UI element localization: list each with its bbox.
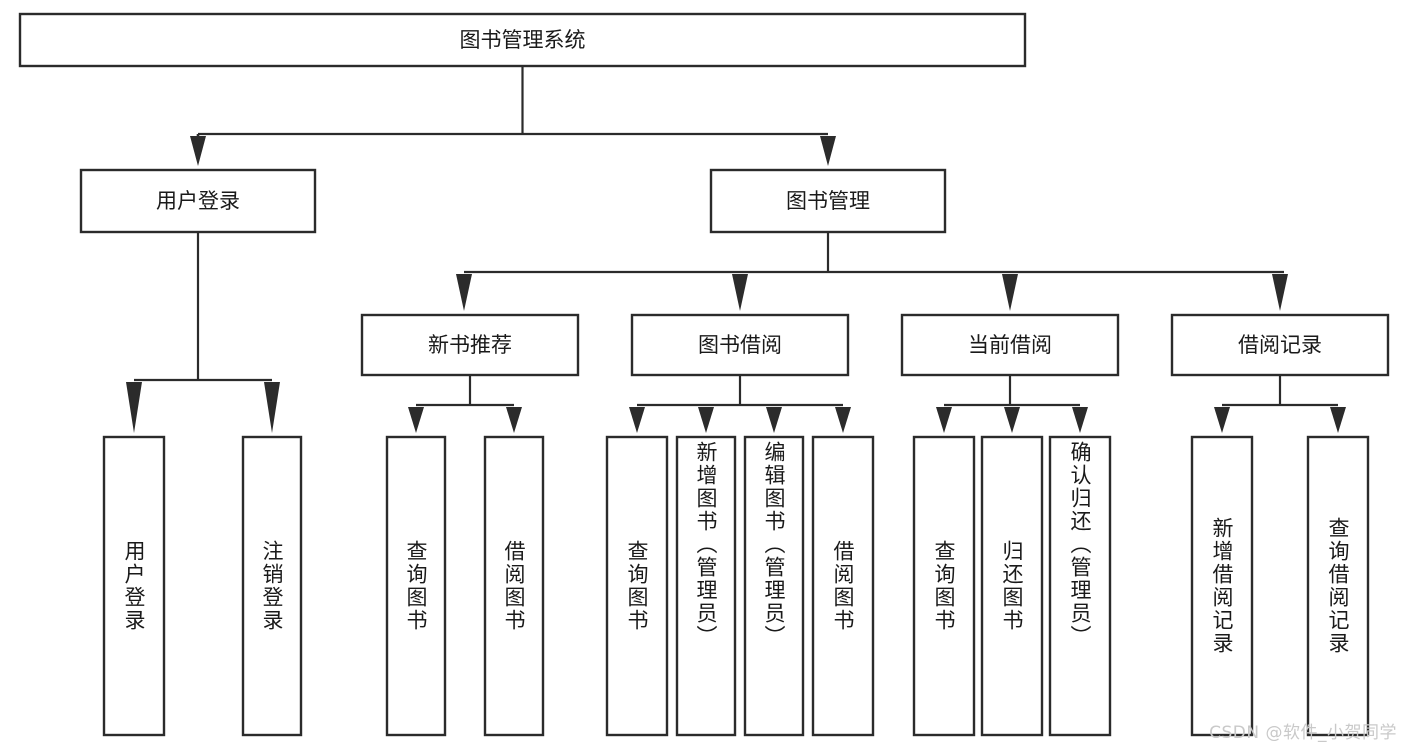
node-current-borrow-label: 当前借阅	[968, 333, 1052, 357]
node-new-book-rec[interactable]: 新书推荐	[360, 313, 580, 377]
leaf-user-login-rect[interactable]	[102, 435, 166, 737]
arrowhead-leaf-query-book-2	[629, 407, 645, 433]
arrowhead-user-login	[190, 136, 206, 166]
arrowhead-leaf-user-login	[126, 382, 142, 433]
arrowhead-leaf-query-book-1	[408, 407, 424, 433]
arrowhead-leaf-return-book	[1004, 407, 1020, 433]
leaf-logout-rect[interactable]	[241, 435, 303, 737]
leaf-add-record-rect[interactable]	[1190, 435, 1254, 737]
connector-group-borrow-record	[1214, 375, 1346, 433]
arrowhead-leaf-borrow-book-1	[506, 407, 522, 433]
arrowhead-new-book-rec	[456, 274, 472, 311]
arrowhead-current-borrow	[1002, 274, 1018, 311]
node-user-login-rect[interactable]	[79, 168, 317, 234]
arrowhead-leaf-logout	[264, 382, 280, 433]
connector-group-new-book-rec	[408, 375, 522, 433]
node-borrow-record[interactable]: 借阅记录	[1170, 313, 1390, 377]
connector-group-root	[190, 66, 836, 166]
arrowhead-leaf-add-record	[1214, 407, 1230, 433]
node-book-borrow[interactable]: 图书借阅	[630, 313, 850, 377]
arrowhead-leaf-query-record	[1330, 407, 1346, 433]
leaf-add-book-rect[interactable]	[675, 435, 737, 737]
connector-group-user-login	[126, 232, 280, 433]
node-book-borrow-label: 图书借阅	[698, 333, 782, 357]
arrowhead-leaf-confirm-return	[1072, 407, 1088, 433]
connector-group-book-borrow	[629, 375, 851, 433]
arrowhead-book-borrow	[732, 274, 748, 311]
arrowhead-leaf-query-book-3	[936, 407, 952, 433]
leaf-query-book-2-rect[interactable]	[605, 435, 669, 737]
node-new-book-rec-label: 新书推荐	[428, 333, 512, 357]
node-root[interactable]: 图书管理系统	[18, 12, 1027, 68]
arrowhead-leaf-edit-book	[766, 407, 782, 433]
node-user-login-label: 用户登录	[156, 189, 240, 213]
watermark-text: CSDN @软件_小贺同学	[1209, 723, 1397, 743]
leaf-return-book-rect[interactable]	[980, 435, 1044, 737]
leaf-query-book-3-rect[interactable]	[912, 435, 976, 737]
node-current-borrow-rect[interactable]	[900, 313, 1120, 377]
arrowhead-book-manage	[820, 136, 836, 166]
node-borrow-record-rect[interactable]	[1170, 313, 1390, 377]
arrowhead-leaf-borrow-book-2	[835, 407, 851, 433]
node-root-label: 图书管理系统	[460, 28, 586, 52]
node-borrow-record-label: 借阅记录	[1238, 333, 1322, 357]
node-current-borrow[interactable]: 当前借阅	[900, 313, 1120, 377]
arrowhead-leaf-add-book	[698, 407, 714, 433]
leaf-query-book-1-rect[interactable]	[385, 435, 447, 737]
leaf-edit-book-rect[interactable]	[743, 435, 805, 737]
node-book-manage-rect[interactable]	[709, 168, 947, 234]
arrowhead-borrow-record	[1272, 274, 1288, 311]
leaf-borrow-book-2-rect[interactable]	[811, 435, 875, 737]
leaf-confirm-return-rect[interactable]	[1048, 435, 1112, 737]
connector-group-book-manage	[456, 232, 1288, 311]
node-book-borrow-rect[interactable]	[630, 313, 850, 377]
connector-group-current-borrow	[936, 375, 1088, 433]
node-user-login[interactable]: 用户登录	[79, 168, 317, 234]
leaf-query-record-rect[interactable]	[1306, 435, 1370, 737]
node-book-manage[interactable]: 图书管理	[709, 168, 947, 234]
node-book-manage-label: 图书管理	[786, 189, 870, 213]
leaf-box-group	[102, 435, 1370, 737]
leaf-borrow-book-1-rect[interactable]	[483, 435, 545, 737]
node-root-rect[interactable]	[18, 12, 1027, 68]
node-new-book-rec-rect[interactable]	[360, 313, 580, 377]
